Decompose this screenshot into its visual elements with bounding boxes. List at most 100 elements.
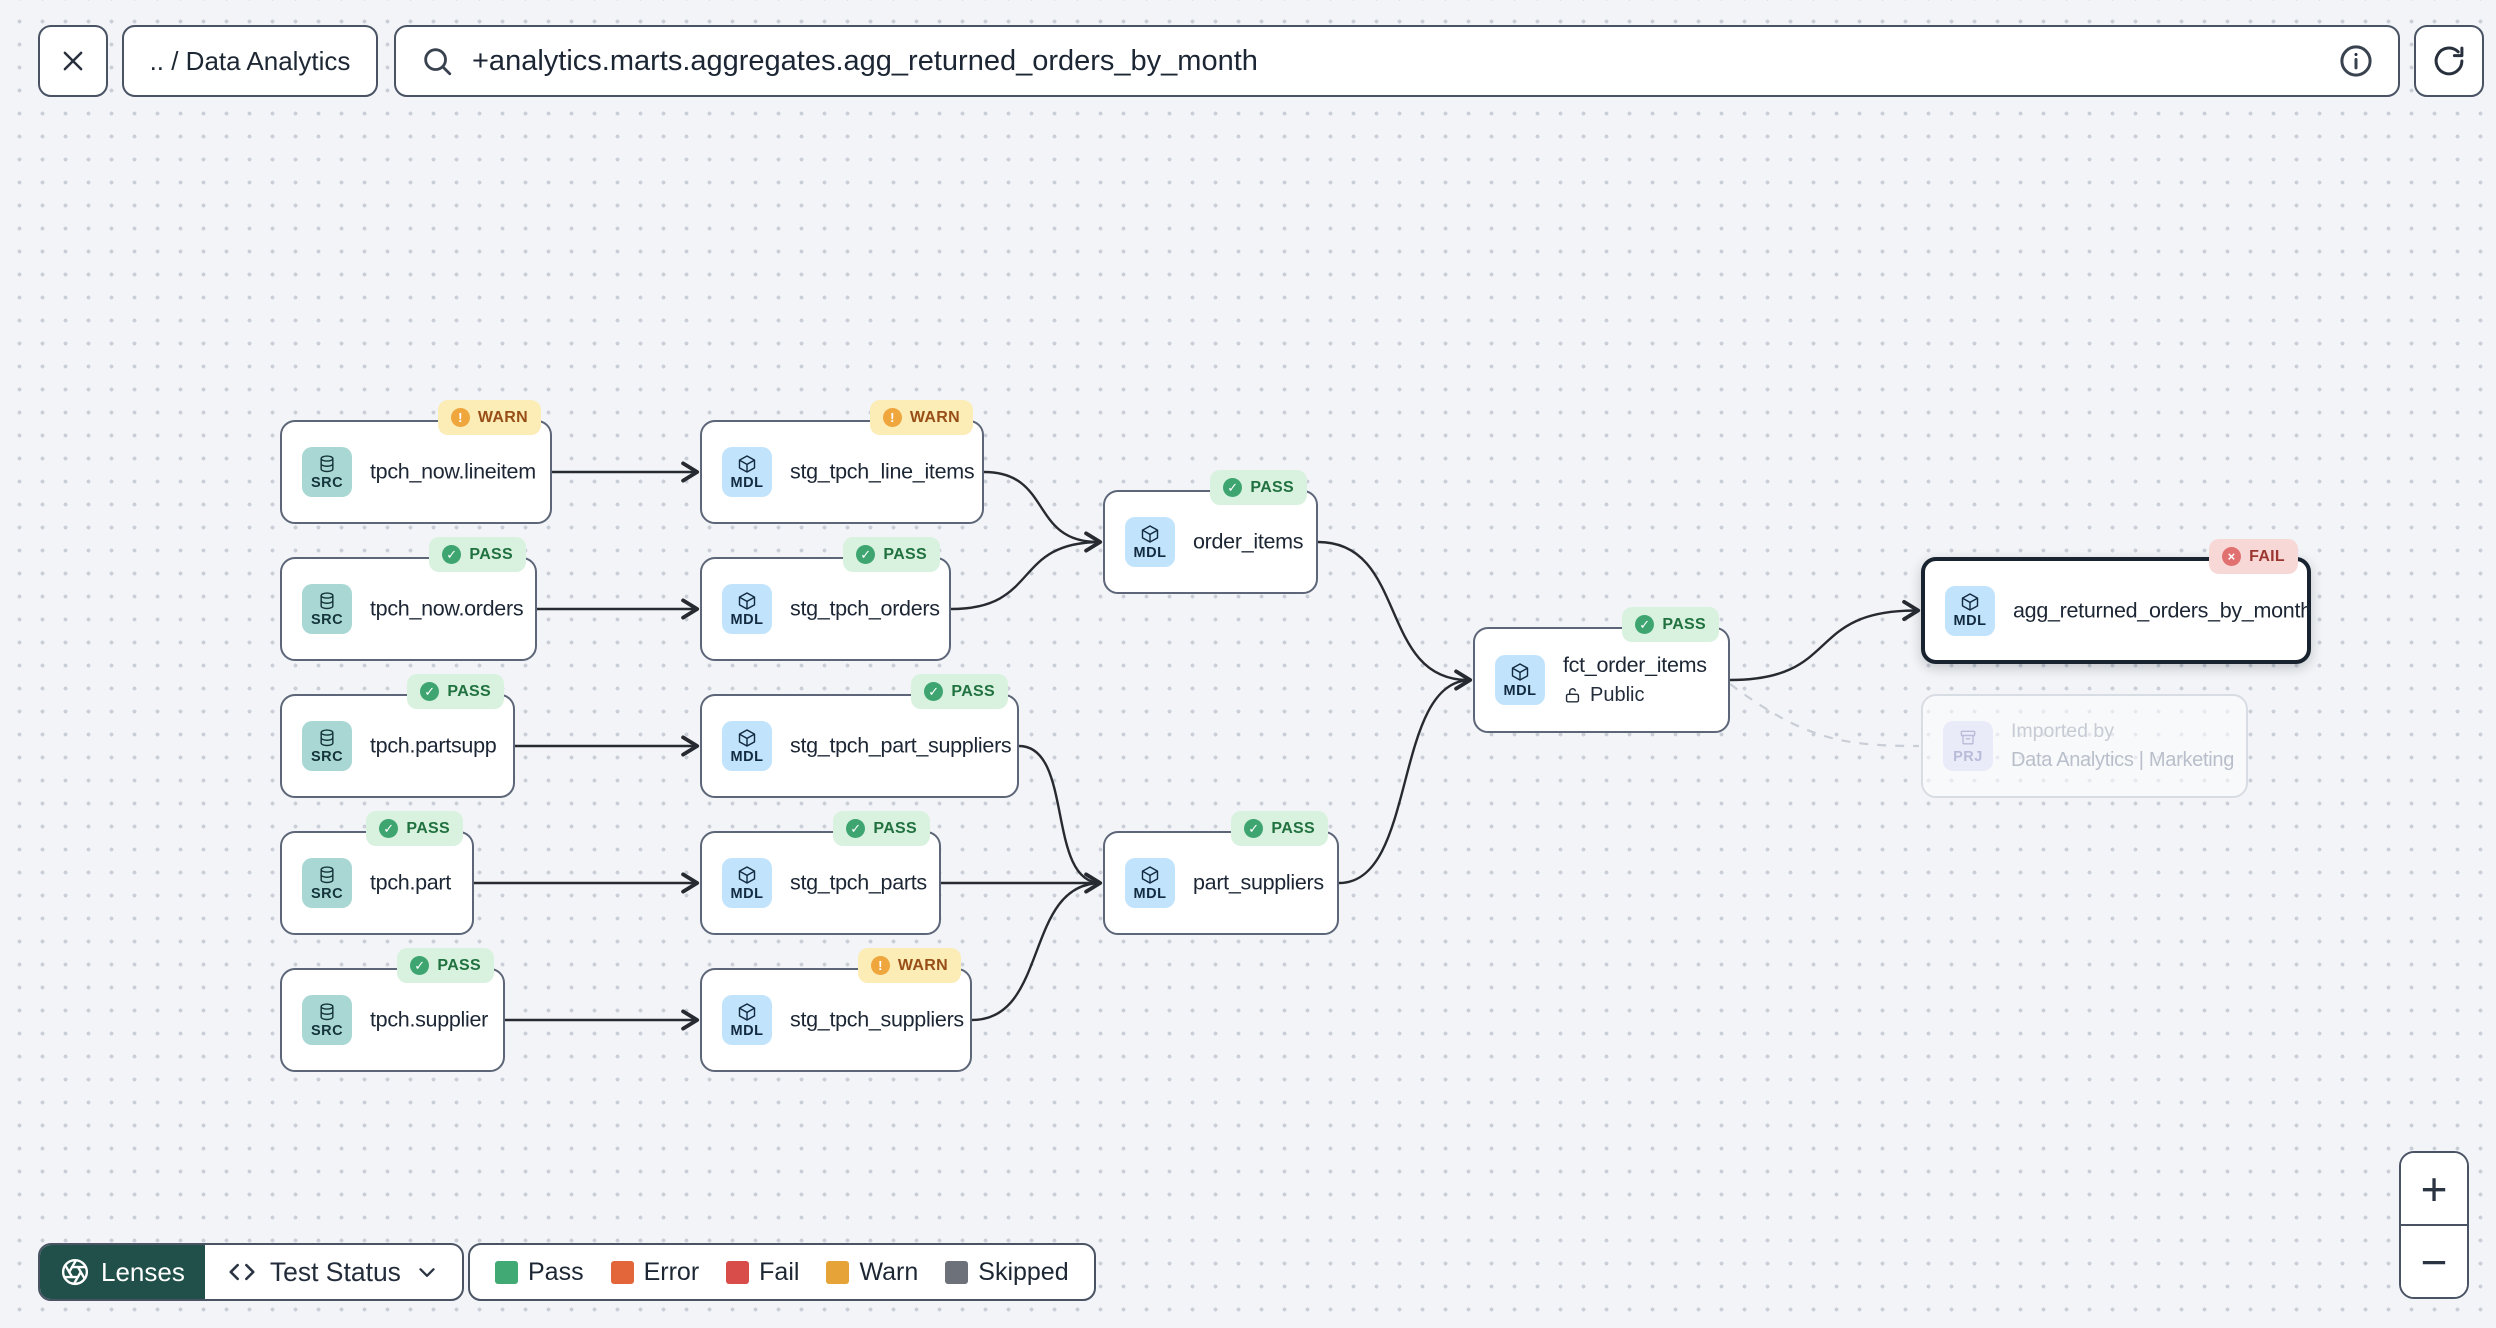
model-badge: MDL <box>1495 655 1545 705</box>
edge-order_items-to-fct_order_items <box>1317 540 1473 691</box>
model-badge: MDL <box>722 995 772 1045</box>
search-input[interactable] <box>472 44 2320 78</box>
node-tpch_now_lineitem[interactable]: ! WARN SRC tpch_now.lineitem <box>280 400 552 524</box>
kind-label: SRC <box>310 611 344 628</box>
pass-check-icon: ✓ <box>1223 478 1243 497</box>
status-badge: ✓PASS <box>843 537 940 572</box>
node-stg_tpch_parts[interactable]: ✓PASS MDL stg_tpch_parts <box>700 811 941 935</box>
close-button[interactable] <box>38 25 108 97</box>
info-icon[interactable] <box>2338 43 2374 79</box>
status-badge: !WARN <box>869 400 973 435</box>
edge-fct_order_items-to-imported_by_project <box>1729 683 1920 748</box>
node-title: tpch_now.lineitem <box>370 459 536 484</box>
database-icon <box>320 455 334 472</box>
model-badge: MDL <box>1945 585 1995 636</box>
status-badge: ✓PASS <box>429 537 526 572</box>
search-bar[interactable] <box>394 25 2400 97</box>
node-title: Data Analytics | Marketing <box>2011 749 2235 771</box>
lens-selector[interactable]: Test Status <box>205 1245 462 1299</box>
node-titles: stg_tpch_part_suppliers <box>790 733 1012 759</box>
node-subtitle: Imported by <box>2011 720 2114 742</box>
node-tpch_partsupp[interactable]: ✓PASS SRC tpch.partsupp <box>280 674 515 798</box>
database-icon <box>320 592 334 609</box>
project-icon <box>1960 730 1976 745</box>
kind-label: SRC <box>310 474 344 491</box>
zoom-out-button[interactable]: − <box>2401 1224 2467 1297</box>
refresh-icon <box>2434 46 2464 76</box>
cube-icon <box>738 729 756 747</box>
edge-stg_tpch_suppliers-to-part_suppliers <box>971 881 1102 1022</box>
kind-label: SRC <box>310 748 344 765</box>
pass-check-icon: ✓ <box>1244 819 1264 838</box>
status-badge: ✓PASS <box>1622 607 1719 642</box>
warn-exclamation-icon: ! <box>870 956 890 975</box>
node-stg_tpch_suppliers[interactable]: !WARN MDL stg_tpch_suppliers <box>700 948 972 1072</box>
warn-exclamation-icon: ! <box>882 408 902 427</box>
status-label: PASS <box>469 545 513 563</box>
edge-stg_tpch_part_suppliers-to-part_suppliers <box>1018 744 1102 885</box>
cube-icon <box>738 866 756 884</box>
status-badge: ✓PASS <box>407 674 504 709</box>
status-label: PASS <box>951 682 995 700</box>
node-titles: stg_tpch_parts <box>790 871 927 896</box>
close-icon <box>63 51 83 71</box>
kind-label: MDL <box>1953 613 1987 630</box>
status-badge: ✓PASS <box>366 811 463 846</box>
kind-label: MDL <box>1133 885 1167 902</box>
status-label: PASS <box>1250 478 1294 496</box>
legend-swatch-skipped <box>945 1260 969 1284</box>
lenses-button[interactable]: Lenses <box>40 1245 205 1299</box>
node-titles: tpch_now.orders <box>370 596 524 622</box>
kind-label: MDL <box>1503 682 1537 699</box>
status-label: WARN <box>477 408 528 426</box>
kind-label: MDL <box>730 474 764 491</box>
database-icon <box>320 866 334 883</box>
minus-icon: − <box>2420 1235 2448 1288</box>
node-title: stg_tpch_part_suppliers <box>790 733 1012 758</box>
fail-x-icon: × <box>2222 547 2242 566</box>
cube-icon <box>1961 593 1979 611</box>
model-badge: MDL <box>722 858 772 908</box>
pass-check-icon: ✓ <box>379 819 399 838</box>
node-titles: stg_tpch_orders <box>790 597 940 622</box>
aperture-icon <box>61 1258 89 1286</box>
warn-exclamation-icon: ! <box>450 408 470 427</box>
status-label: PASS <box>437 956 481 974</box>
node-titles: stg_tpch_suppliers <box>790 1008 964 1033</box>
node-title: order_items <box>1193 529 1304 554</box>
database-icon <box>320 729 334 746</box>
node-title: tpch_now.orders <box>370 596 524 621</box>
node-titles: tpch.part <box>370 871 451 896</box>
status-badge: !WARN <box>857 948 961 983</box>
refresh-button[interactable] <box>2414 25 2484 97</box>
edge-stg_tpch_line_items-to-order_items <box>983 470 1103 553</box>
lenses-label: Lenses <box>101 1256 185 1287</box>
zoom-controls: + − <box>2399 1151 2469 1299</box>
status-label: PASS <box>883 545 927 563</box>
legend-item-error: Error <box>610 1258 699 1287</box>
source-badge: SRC <box>302 721 352 771</box>
status-label: FAIL <box>2249 547 2285 565</box>
model-badge: MDL <box>722 447 772 497</box>
node-tpch_now_orders[interactable]: ✓PASS SRC tpch_now.orders <box>280 537 537 661</box>
pass-check-icon: ✓ <box>420 682 440 701</box>
status-badge: ✓PASS <box>833 811 930 846</box>
node-access-label: Public <box>1563 684 1644 707</box>
breadcrumb[interactable]: .. / Data Analytics <box>122 25 378 97</box>
zoom-in-button[interactable]: + <box>2401 1153 2467 1224</box>
node-title: tpch.partsupp <box>370 733 497 758</box>
